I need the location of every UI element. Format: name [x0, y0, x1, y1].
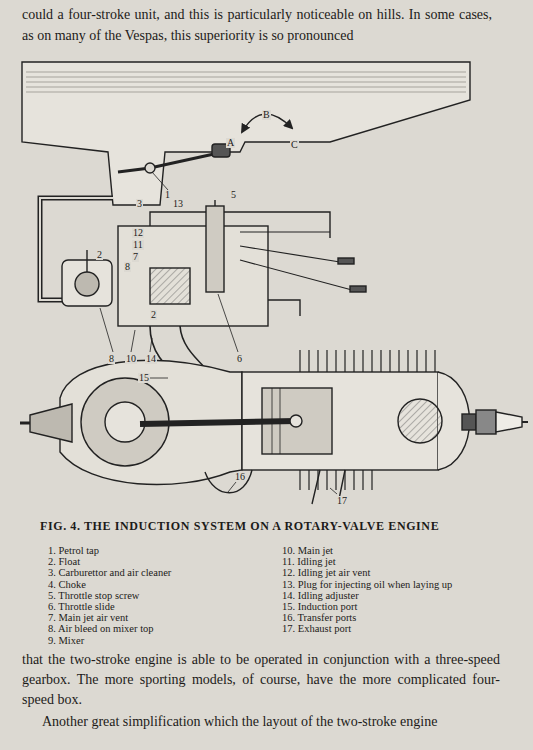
- body-text: Another great simplification which the l…: [22, 712, 500, 732]
- callout-number: C: [290, 140, 299, 150]
- petrol-tank: [22, 62, 470, 205]
- callout-number: 8: [108, 354, 115, 364]
- callout-number: 17: [336, 496, 348, 506]
- key-entry: 2. Float: [48, 556, 80, 567]
- key-entry: 1. Petrol tap: [48, 545, 99, 556]
- callout-number: 11: [132, 240, 144, 250]
- callout-number: 2: [150, 310, 157, 320]
- key-entry: 12. Idling jet air vent: [282, 567, 370, 578]
- key-entry: 3. Carburettor and air cleaner: [48, 567, 171, 578]
- key-entry: 8. Air bleed on mixer top: [48, 623, 154, 634]
- connecting-rod: [140, 421, 296, 424]
- callout-number: 15: [138, 373, 150, 383]
- key-entry: 15. Induction port: [282, 601, 358, 612]
- key-entry: 16. Transfer ports: [282, 612, 356, 623]
- callout-number: A: [226, 138, 235, 148]
- callout-number: 6: [236, 354, 243, 364]
- callout-number: 7: [132, 252, 139, 262]
- callout-number: 5: [230, 190, 237, 200]
- body-text: could a four-stroke unit, and this is pa…: [22, 4, 492, 46]
- key-entry: 13. Plug for injecting oil when laying u…: [282, 579, 452, 590]
- key-entry: 9. Mixer: [48, 635, 84, 646]
- callout-number: 1: [164, 190, 171, 200]
- key-entry: 6. Throttle slide: [48, 601, 115, 612]
- key-entry: 7. Main jet air vent: [48, 612, 128, 623]
- key-entry: 10. Main jet: [282, 545, 333, 556]
- transfer-port: [205, 470, 252, 493]
- key-entry: 14. Idling adjuster: [282, 590, 359, 601]
- callout-number: 12: [132, 228, 144, 238]
- spark-plug: [462, 410, 528, 434]
- body-text: that the two-stroke engine is able to be…: [22, 650, 500, 710]
- tap-lever: [118, 154, 214, 172]
- key-entry: 11. Idling jet: [282, 556, 336, 567]
- callout-number: 8: [124, 262, 131, 272]
- figure-caption: FIG. 4. THE INDUCTION SYSTEM ON A ROTARY…: [40, 519, 439, 534]
- leader-lines: [100, 172, 337, 494]
- callout-number: 2: [96, 250, 103, 260]
- callout-number: 3: [136, 199, 143, 209]
- crankshaft-cone: [30, 404, 72, 442]
- callout-number: 16: [234, 472, 246, 482]
- callout-number: 10: [125, 354, 137, 364]
- callout-number: B: [262, 110, 271, 120]
- key-entry: 4. Choke: [48, 579, 86, 590]
- carburettor: [118, 226, 268, 326]
- key-entry: 17. Exhaust port: [282, 623, 351, 634]
- key-entry: 5. Throttle stop screw: [48, 590, 139, 601]
- callout-number: 14: [145, 354, 157, 364]
- callout-number: 13: [172, 199, 184, 209]
